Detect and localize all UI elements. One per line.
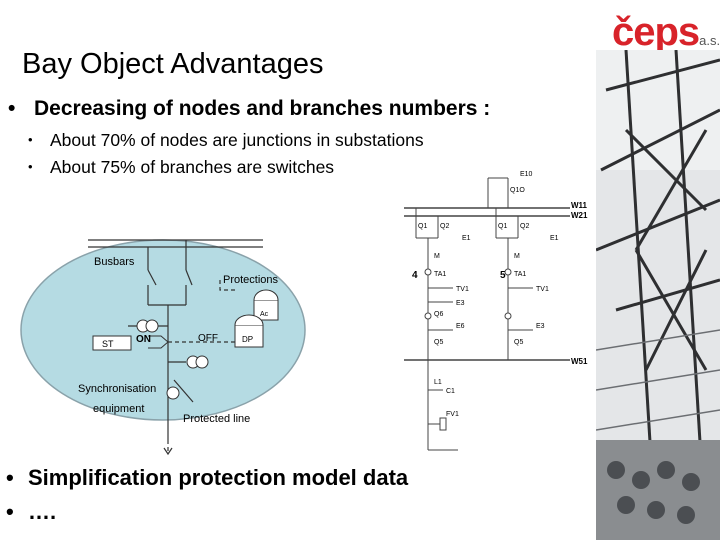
e3a-label: E3 (456, 300, 465, 307)
w11-label: W11 (571, 201, 588, 210)
bullet-dot: • (28, 159, 33, 174)
ta1b-label: TA1 (514, 271, 526, 278)
sub-bullet-1-text: About 70% of nodes are junctions in subs… (50, 130, 424, 150)
ceps-logo: čepsa.s. (612, 10, 720, 55)
bullet-dot: • (28, 132, 33, 147)
bullet-1-text: Decreasing of nodes and branches numbers… (34, 97, 491, 120)
bay-4-label: 4 (412, 270, 418, 281)
protections-label: Protections (223, 274, 279, 286)
sub-bullet-1: • About 70% of nodes are junctions in sub… (28, 130, 424, 151)
sync-label-1: Synchronisation (78, 383, 156, 395)
q5b-label: Q5 (514, 339, 523, 346)
tv1a-label: TV1 (456, 286, 469, 293)
relay-label: Ac (260, 311, 269, 318)
tv1b-label: TV1 (536, 286, 549, 293)
busbars-label: Busbars (94, 256, 135, 268)
e6-label: E6 (456, 323, 465, 330)
protected-line-label: Protected line (183, 413, 250, 425)
fv1-label: FV1 (446, 411, 459, 418)
e10-label: E10 (520, 171, 533, 178)
q6-label: Q6 (434, 311, 443, 318)
m-a-label: M (434, 253, 440, 260)
e3b-label: E3 (536, 323, 545, 330)
slide-title: Bay Object Advantages (22, 48, 324, 80)
bullet-3: • …. (6, 499, 56, 525)
q2b-label: Q2 (520, 223, 529, 230)
m-b-label: M (514, 253, 520, 260)
bullet-3-text: …. (28, 499, 57, 524)
tower-photo (596, 50, 720, 540)
bullet-2-text: Simplification protection model data (28, 465, 409, 490)
q10-label: Q1O (510, 187, 525, 194)
bullet-dot: • (6, 499, 14, 524)
off-label: OFF (198, 333, 218, 344)
e1b-label: E1 (550, 235, 559, 242)
q5a-label: Q5 (434, 339, 443, 346)
logo-suffix: a.s. (699, 33, 720, 48)
w21-label: W21 (571, 211, 588, 220)
w51-label: W51 (571, 357, 588, 366)
dp-label: DP (242, 335, 253, 344)
logo-brand: čeps (612, 10, 700, 54)
q1a-label: Q1 (418, 223, 427, 230)
l1-label: L1 (434, 379, 442, 386)
sync-label-2: equipment (93, 403, 144, 415)
bay-5-label: 5 (500, 270, 506, 281)
q2a-label: Q2 (440, 223, 449, 230)
on-label: ON (136, 334, 151, 345)
substation-schematic: E10 Q1O W11 W21 Q1 Q2 E1 Q1 Q2 E1 M M 4 … (404, 171, 588, 451)
e1a-label: E1 (462, 235, 471, 242)
q1b-label: Q1 (498, 223, 507, 230)
sub-bullet-2-text: About 75% of branches are switches (50, 157, 335, 177)
c1-label: C1 (446, 388, 455, 395)
bay-object-diagram: Busbars Protections ST ON OFF DP Ac Sync… (20, 239, 306, 456)
bullet-1: • Decreasing of nodes and branches number… (8, 97, 490, 121)
bullet-dot: • (8, 97, 16, 120)
ta1a-label: TA1 (434, 271, 446, 278)
bullet-2: • Simplification protection model data (6, 465, 408, 491)
st-label: ST (102, 339, 114, 349)
bullet-dot: • (6, 465, 14, 490)
sub-bullet-2: • About 75% of branches are switches (28, 157, 334, 178)
